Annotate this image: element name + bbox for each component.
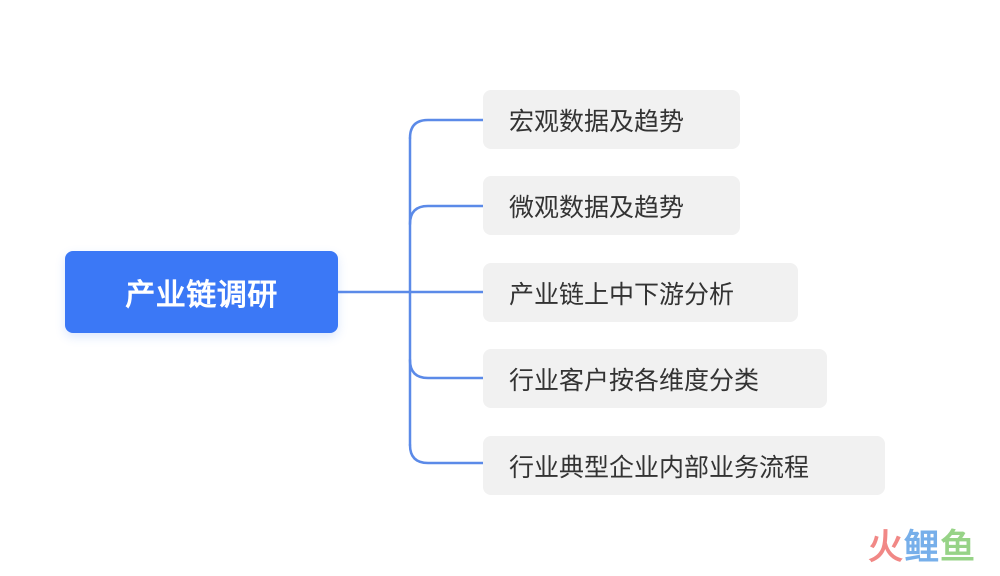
child-node-label: 行业客户按各维度分类 (509, 365, 760, 395)
child-node-micro-data[interactable]: 微观数据及趋势 (483, 176, 740, 235)
child-node-label: 宏观数据及趋势 (509, 106, 685, 136)
child-node-industry-chain-analysis[interactable]: 产业链上中下游分析 (483, 263, 798, 322)
branch-4 (408, 358, 485, 380)
root-node[interactable]: 产业链调研 (65, 251, 338, 333)
branch-2 (408, 204, 485, 226)
child-node-macro-data[interactable]: 宏观数据及趋势 (483, 90, 740, 149)
watermark-char-1: 火 (867, 528, 904, 568)
child-node-label: 行业典型企业内部业务流程 (509, 452, 810, 482)
child-node-label: 微观数据及趋势 (509, 192, 685, 222)
child-node-customer-classification[interactable]: 行业客户按各维度分类 (483, 349, 827, 408)
watermark-char-3: 鱼 (939, 528, 976, 568)
branch-1 (408, 118, 485, 140)
root-node-label: 产业链调研 (125, 278, 278, 313)
child-node-business-process[interactable]: 行业典型企业内部业务流程 (483, 436, 885, 495)
watermark-logo: 火鲤鱼 (868, 519, 976, 570)
child-node-label: 产业链上中下游分析 (509, 279, 735, 309)
branch-5 (408, 443, 485, 465)
watermark-char-2: 鲤 (903, 528, 940, 568)
